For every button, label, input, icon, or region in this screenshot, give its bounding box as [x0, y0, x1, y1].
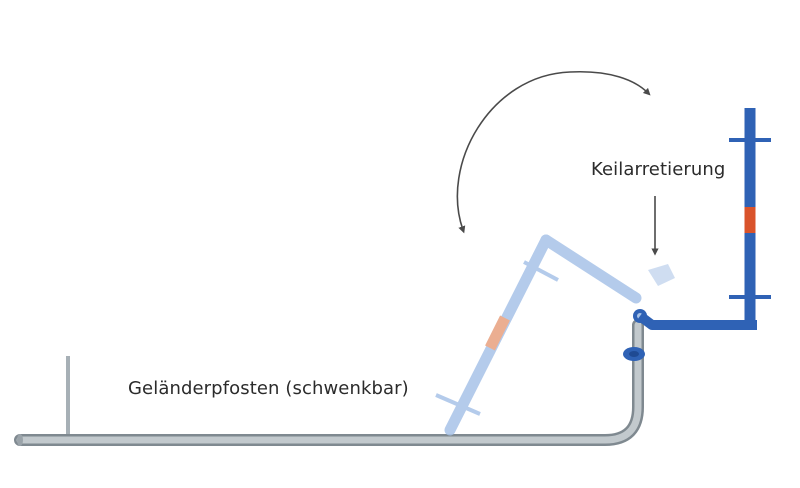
post-upright-position	[637, 108, 771, 330]
left-vertical-rod	[66, 356, 70, 436]
wedge-lock-label: Keilarretierung	[591, 159, 726, 180]
curved-double-arrow-icon	[456, 70, 651, 234]
post-label: Geländerpfosten (schwenkbar)	[128, 378, 409, 399]
post-ghost-position	[435, 234, 675, 436]
ground-pipe	[14, 319, 644, 446]
